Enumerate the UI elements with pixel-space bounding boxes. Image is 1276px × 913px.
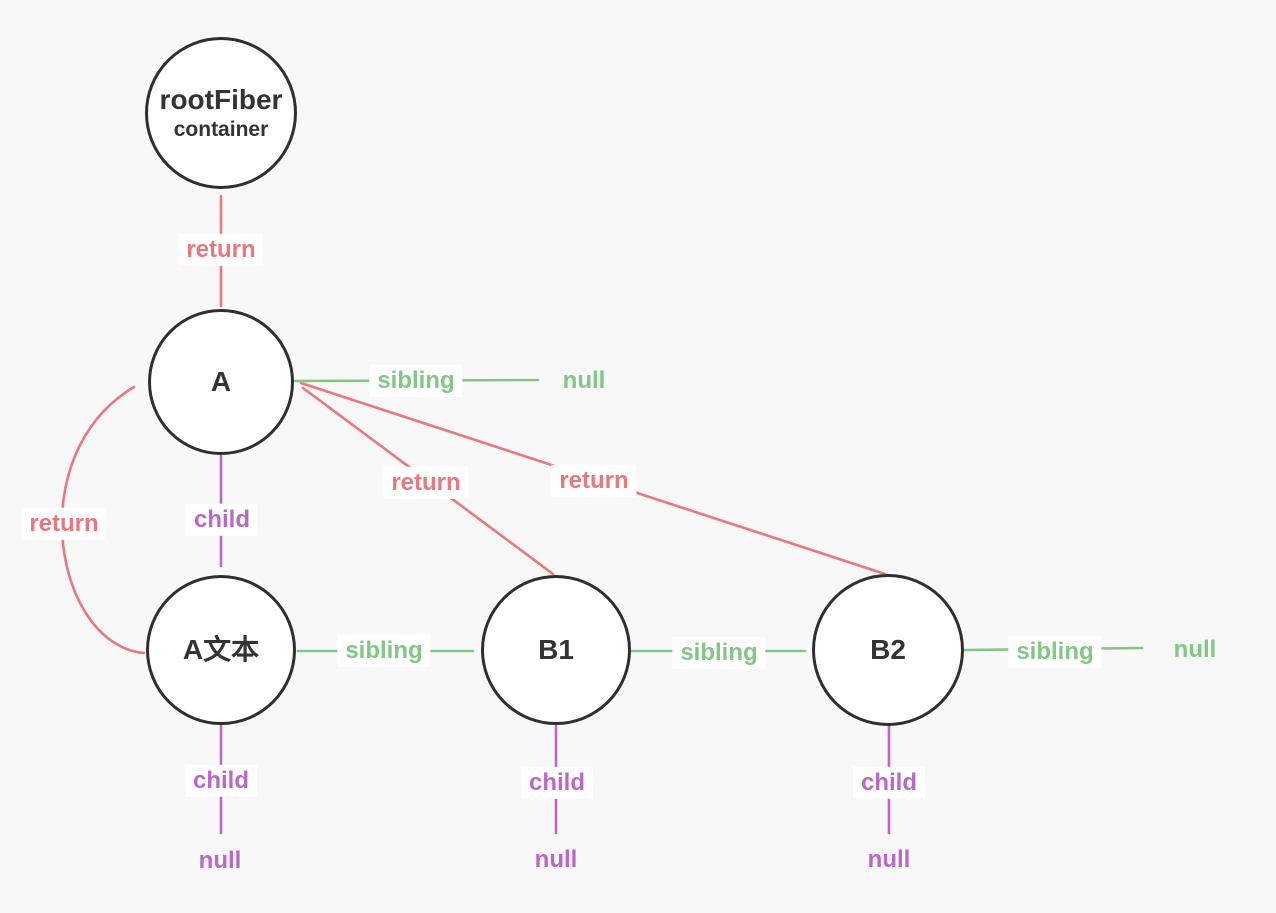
edge-label-sibling-b1: sibling xyxy=(672,636,766,670)
node-rootfiber-title: rootFiber xyxy=(159,83,283,115)
edge-label-return-b1-a: return xyxy=(383,466,469,500)
edge-label-child-b1: child xyxy=(520,766,594,800)
edge-label-return-a-root: return xyxy=(178,233,264,267)
node-a: A xyxy=(148,309,294,455)
node-atext-label: A文本 xyxy=(182,633,260,665)
node-b2: B2 xyxy=(812,574,964,726)
edge-label-return-b2-a: return xyxy=(551,464,637,498)
edge-label-sibling-b2: sibling xyxy=(1008,635,1102,669)
node-rootfiber: rootFiber container xyxy=(145,37,297,189)
node-a-label: A xyxy=(210,365,232,397)
node-b1: B1 xyxy=(481,575,631,725)
null-label-child-b2: null xyxy=(867,845,911,873)
edge-label-sibling-atext: sibling xyxy=(337,634,431,668)
edge-label-sibling-a: sibling xyxy=(369,364,463,398)
edge-label-child-atext: child xyxy=(184,764,258,798)
edge-label-return-atext-a: return xyxy=(21,507,107,541)
null-label-child-atext: null xyxy=(198,846,242,874)
node-b1-label: B1 xyxy=(538,633,574,665)
edge-return-atext-to-a xyxy=(60,385,146,655)
null-label-sibling-a: null xyxy=(562,366,606,394)
null-label-child-b1: null xyxy=(534,845,578,873)
node-rootfiber-subtitle: container xyxy=(173,118,269,142)
null-label-sibling-b2: null xyxy=(1173,635,1217,663)
node-atext: A文本 xyxy=(146,575,296,725)
node-b2-label: B2 xyxy=(870,633,906,665)
edge-label-child-a: child xyxy=(185,503,259,537)
edge-label-child-b2: child xyxy=(852,766,926,800)
